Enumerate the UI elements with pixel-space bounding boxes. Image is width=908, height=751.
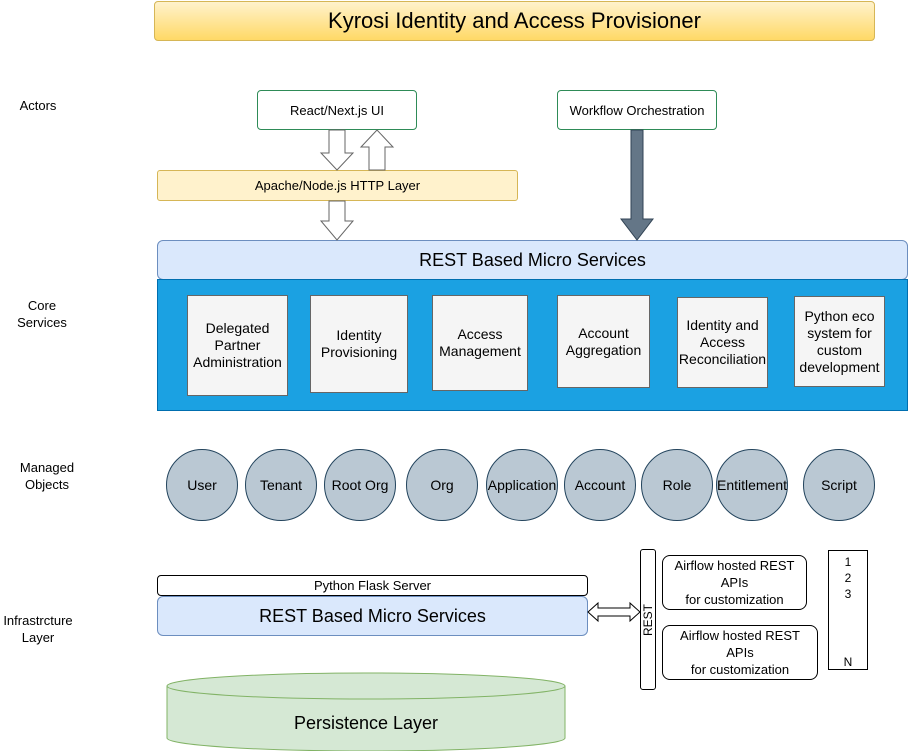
instance-number-n: N — [843, 655, 853, 669]
rest-double-arrow — [587, 601, 641, 623]
managed-object-script: Script — [803, 449, 875, 521]
workflow-to-rest-arrow — [619, 129, 655, 241]
core-services-label-line2: Services — [17, 315, 67, 330]
managed-object-application: Application — [486, 449, 558, 521]
rest-vertical-box: REST — [640, 549, 656, 690]
managed-objects-label-line1: Managed — [19, 460, 75, 475]
managed-object-tenant: Tenant — [245, 449, 317, 521]
managed-objects-label-line2: Objects — [24, 477, 70, 492]
infra-rest-services-bar: REST Based Micro Services — [157, 596, 588, 636]
python-flask-server-box: Python Flask Server — [157, 575, 588, 596]
managed-object-entitlement: Entitlement — [716, 449, 788, 521]
core-services-label: Core Services — [7, 297, 77, 331]
managed-object-user: User — [166, 449, 238, 521]
managed-object-root-org: Root Org — [324, 449, 396, 521]
infrastructure-label: Infrastrcture Layer — [0, 612, 76, 646]
managed-objects-label: Managed Objects — [7, 459, 87, 493]
actors-label: Actors — [19, 98, 57, 113]
managed-object-org: Org — [406, 449, 478, 521]
instance-number-2: 2 — [844, 571, 852, 585]
http-to-ui-arrow — [359, 129, 395, 171]
core-services-label-line1: Core — [27, 298, 57, 313]
persistence-cylinder — [166, 672, 566, 751]
managed-object-account: Account — [564, 449, 636, 521]
instance-number-box: 1 2 3 N — [828, 550, 868, 670]
ui-to-http-arrow — [319, 129, 355, 171]
instance-number-1: 1 — [844, 555, 852, 569]
http-to-rest-arrow — [319, 200, 355, 241]
instance-number-3: 3 — [844, 587, 852, 601]
infrastructure-label-line1: Infrastrcture — [3, 613, 73, 628]
http-layer-box: Apache/Node.js HTTP Layer — [157, 170, 518, 201]
persistence-layer-label: Persistence Layer — [294, 713, 438, 733]
infrastructure-label-line2: Layer — [21, 630, 55, 645]
page-title: Kyrosi Identity and Access Provisioner — [154, 1, 875, 41]
managed-object-role: Role — [641, 449, 713, 521]
